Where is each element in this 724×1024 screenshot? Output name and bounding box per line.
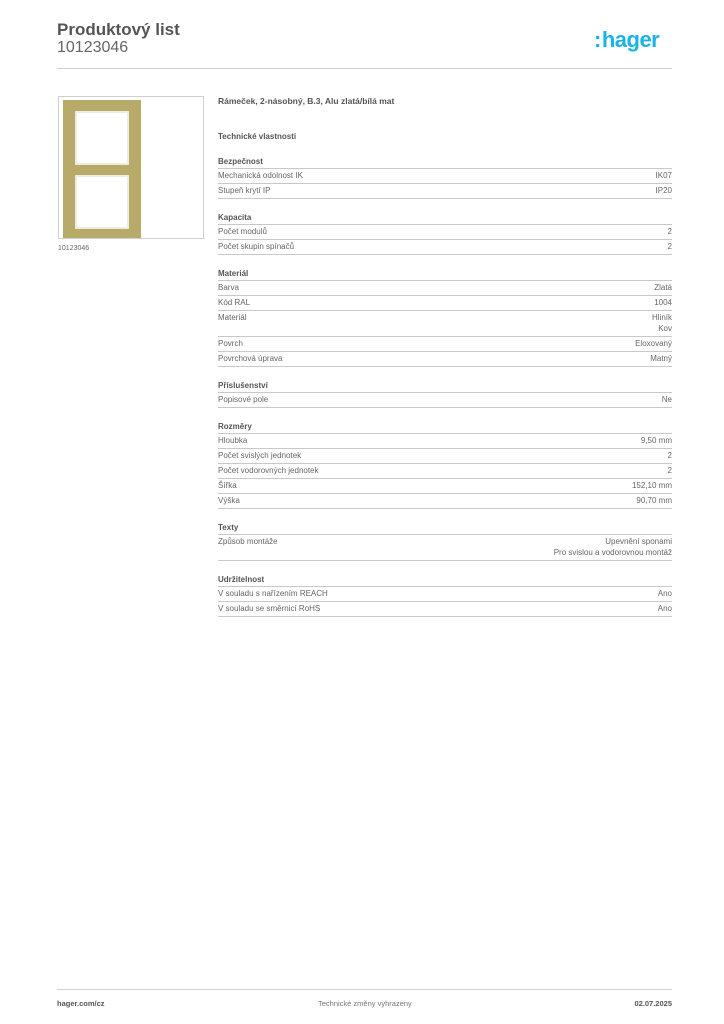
spec-value: IK07 (655, 171, 672, 180)
spec-value: 152,10 mm (631, 481, 672, 490)
section-title: Rozměry (218, 421, 672, 434)
spec-label: Hloubka (218, 436, 248, 445)
image-caption: 10123046 (58, 245, 90, 252)
spec-label: Popisové pole (218, 395, 269, 404)
spec-row: Počet modulů 2 (218, 225, 672, 240)
footer-website[interactable]: hager.com/cz (57, 999, 105, 1008)
spec-row: Stupeň krytí IP IP20 (218, 184, 672, 199)
spec-value: Upevnění sponami Pro svislou a vodorovno… (553, 537, 672, 557)
spec-value: IP20 (655, 186, 672, 195)
frame-opening-bottom (75, 175, 129, 229)
spec-label: Výška (218, 496, 240, 505)
spec-row: Šířka 152,10 mm (218, 479, 672, 494)
spec-value: Ano (657, 604, 672, 613)
logo-text: hager (601, 27, 660, 52)
spec-value: Ne (661, 395, 672, 404)
spec-value: Hliník Kov (651, 313, 672, 333)
spec-row: Povrch Eloxovaný (218, 337, 672, 352)
section-title: Příslušenství (218, 380, 672, 393)
spec-row: Povrchová úprava Matný (218, 352, 672, 367)
spec-label: Kód RAL (218, 298, 251, 307)
spec-row: Hloubka 9,50 mm (218, 434, 672, 449)
page-title: Produktový list (57, 20, 180, 39)
spec-row: Počet skupin spínačů 2 (218, 240, 672, 255)
section-title: Kapacita (218, 212, 672, 225)
spec-value: 2 (667, 451, 672, 460)
spec-label: Počet modulů (218, 227, 267, 236)
product-code: 10123046 (57, 39, 129, 56)
spec-label: Stupeň krytí IP (218, 186, 271, 195)
technical-properties-title: Technické vlastnosti (218, 132, 297, 141)
footer-divider (57, 989, 672, 990)
product-name: Rámeček, 2-násobný, B.3, Alu zlatá/bílá … (218, 96, 395, 106)
spec-value: Eloxovaný (635, 339, 672, 348)
spec-row: Výška 90,70 mm (218, 494, 672, 509)
spec-value: 2 (667, 227, 672, 236)
spec-label: Barva (218, 283, 239, 292)
spec-value: 2 (667, 466, 672, 475)
footer-date: 02.07.2025 (634, 999, 672, 1008)
main-content: Rámeček, 2-násobný, B.3, Alu zlatá/bílá … (218, 95, 672, 617)
spec-label: Počet vodorovných jednotek (218, 466, 319, 475)
spec-row: Materiál Hliník Kov (218, 311, 672, 337)
spec-row: Počet vodorovných jednotek 2 (218, 464, 672, 479)
logo-colon: : (594, 27, 601, 52)
frame-opening-top (75, 111, 129, 165)
spec-row: Kód RAL 1004 (218, 296, 672, 311)
spec-row: Způsob montáže Upevnění sponami Pro svisl… (218, 535, 672, 561)
spec-row: Počet svislých jednotek 2 (218, 449, 672, 464)
spec-row: V souladu s nařízením REACH Ano (218, 587, 672, 602)
hager-logo: :hager (594, 27, 660, 52)
spec-value: 9,50 mm (640, 436, 672, 445)
spec-row: V souladu se směrnicí RoHS Ano (218, 602, 672, 617)
spec-row: Popisové pole Ne (218, 393, 672, 408)
spec-row: Mechanická odolnost IK IK07 (218, 169, 672, 184)
section-title: Texty (218, 522, 672, 535)
spec-value: 2 (667, 242, 672, 251)
spec-label: Materiál (218, 313, 247, 322)
spec-row: Barva Zlatá (218, 281, 672, 296)
spec-section: Udržitelnost V souladu s nařízením REACH A… (218, 574, 672, 617)
spec-value: Matný (650, 354, 672, 363)
product-image (58, 96, 204, 239)
spec-label: Povrch (218, 339, 243, 348)
section-title: Udržitelnost (218, 574, 672, 587)
spec-label: V souladu s nařízením REACH (218, 589, 328, 598)
spec-label: Šířka (218, 481, 237, 490)
spec-label: Mechanická odolnost IK (218, 171, 303, 180)
spec-label: Způsob montáže (218, 537, 278, 546)
footer-notice: Technické změny vyhrazeny (318, 999, 412, 1008)
spec-value: Ano (657, 589, 672, 598)
spec-value: 90,70 mm (636, 496, 672, 505)
frame-illustration (63, 100, 141, 238)
section-title: Bezpečnost (218, 156, 672, 169)
spec-label: Počet svislých jednotek (218, 451, 302, 460)
section-title: Materiál (218, 268, 672, 281)
spec-label: V souladu se směrnicí RoHS (218, 604, 321, 613)
header-divider (57, 68, 672, 69)
spec-label: Počet skupin spínačů (218, 242, 295, 251)
spec-value: Zlatá (654, 283, 672, 292)
spec-value: 1004 (654, 298, 672, 307)
spec-label: Povrchová úprava (218, 354, 283, 363)
